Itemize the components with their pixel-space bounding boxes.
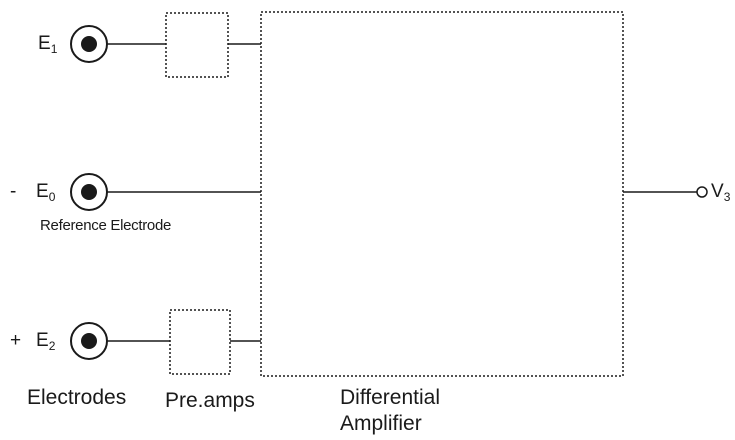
preamps-caption: Pre.amps — [165, 389, 255, 412]
electrode-e2-terminal — [70, 322, 108, 360]
amplifier-caption-line2: Amplifier — [340, 412, 422, 435]
electrode-e1-terminal — [70, 25, 108, 63]
positive-sign: + — [10, 330, 22, 351]
electrode-e0-label: -E0 — [10, 181, 56, 204]
preamp-box-2 — [169, 309, 231, 375]
preamp-box-1 — [165, 12, 229, 78]
output-terminal — [696, 186, 708, 198]
negative-sign: - — [10, 181, 17, 202]
electrode-e2-label: +E2 — [10, 330, 56, 353]
electrode-e1-label: E1 — [38, 33, 58, 56]
electrode-e0-terminal — [70, 173, 108, 211]
amplifier-caption: Differential Amplifier — [340, 385, 440, 437]
electrodes-caption: Electrodes — [27, 386, 127, 409]
output-label: V3 — [711, 181, 731, 204]
amplifier-caption-line1: Differential — [340, 386, 440, 409]
reference-electrode-label: Reference Electrode — [40, 217, 172, 234]
differential-amplifier-box — [260, 11, 624, 377]
